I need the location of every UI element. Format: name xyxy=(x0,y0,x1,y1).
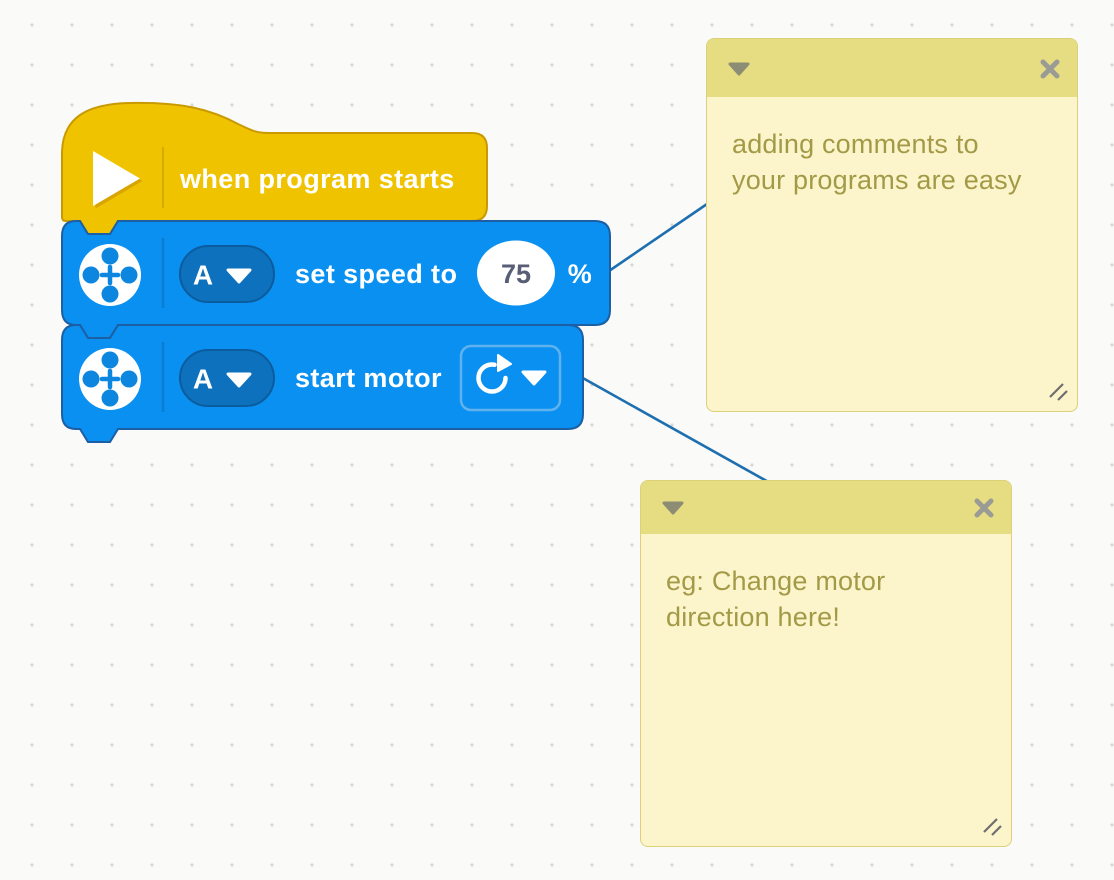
collapse-comment-icon[interactable] xyxy=(661,500,685,516)
hat-block-label: when program starts xyxy=(179,164,455,194)
comment-line: direction here! xyxy=(666,602,841,632)
chevron-down-icon xyxy=(521,370,547,386)
port-value: A xyxy=(193,364,213,395)
comment-line: your programs are easy xyxy=(732,165,1022,195)
set-speed-block[interactable]: A set speed to 75 % xyxy=(61,220,611,339)
comment-header[interactable] xyxy=(641,481,1011,534)
rotate-clockwise-icon xyxy=(476,354,512,394)
comment-box[interactable]: adding comments to your programs are eas… xyxy=(706,38,1078,412)
set-speed-label: set speed to xyxy=(295,259,457,289)
speed-value: 75 xyxy=(501,259,531,289)
comment-text[interactable]: eg: Change motor direction here! xyxy=(641,534,1011,635)
motor-icon xyxy=(79,244,141,306)
comment-line: adding comments to xyxy=(732,129,979,159)
motor-icon xyxy=(79,348,141,410)
comment-connector-line xyxy=(580,375,773,486)
start-motor-label: start motor xyxy=(295,363,442,393)
close-comment-icon[interactable] xyxy=(1039,58,1061,80)
direction-dropdown[interactable] xyxy=(459,344,562,412)
start-motor-block[interactable]: A start motor xyxy=(61,324,584,443)
comment-header[interactable] xyxy=(707,39,1077,97)
resize-handle-icon[interactable] xyxy=(1046,380,1070,404)
comment-line: eg: Change motor xyxy=(666,566,886,596)
collapse-comment-icon[interactable] xyxy=(727,61,751,77)
comment-box[interactable]: eg: Change motor direction here! xyxy=(640,480,1012,847)
port-dropdown[interactable]: A xyxy=(179,349,275,407)
resize-handle-icon[interactable] xyxy=(980,815,1004,839)
close-comment-icon[interactable] xyxy=(973,497,995,519)
port-value: A xyxy=(193,260,213,291)
percent-label: % xyxy=(568,259,592,289)
speed-value-input[interactable]: 75 xyxy=(477,240,555,306)
comment-connector-line xyxy=(608,202,708,273)
comment-text[interactable]: adding comments to your programs are eas… xyxy=(707,97,1077,198)
chevron-down-icon xyxy=(226,268,252,284)
play-icon xyxy=(93,151,140,206)
port-dropdown[interactable]: A xyxy=(179,245,275,303)
when-program-starts-block[interactable]: when program starts xyxy=(61,101,488,235)
chevron-down-icon xyxy=(226,372,252,388)
